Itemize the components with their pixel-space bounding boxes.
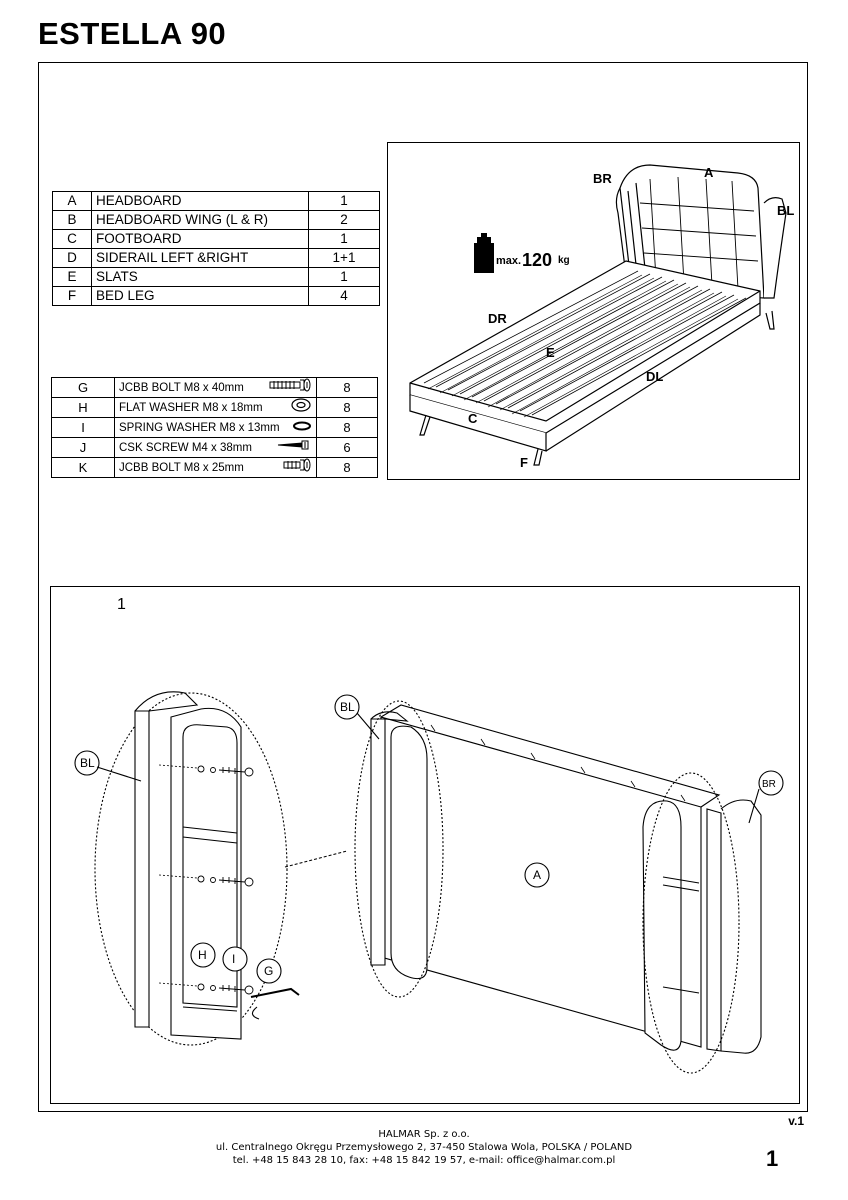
- weight-icon: [474, 233, 494, 273]
- hardware-letter: K: [51, 457, 115, 478]
- label-c: C: [468, 411, 478, 426]
- bed-illustration: max. 120 kg BR A BL DR E DL C F: [409, 164, 794, 470]
- hardware-name: FLAT WASHER M8 x 18mm: [119, 401, 263, 414]
- hardware-letter: J: [51, 437, 115, 458]
- flat-washer-icon: [290, 398, 312, 417]
- part-letter: E: [52, 267, 92, 287]
- step-label-bl-mid: BL: [340, 700, 355, 714]
- hardware-row: G JCBB BOLT M8 x 40mm 8: [51, 377, 378, 398]
- bed-overview-panel: max. 120 kg BR A BL DR E DL C F: [387, 142, 800, 480]
- part-name: SLATS: [91, 267, 309, 287]
- hardware-letter: H: [51, 397, 115, 418]
- screw-icon: [276, 439, 312, 456]
- zoom-ellipse-right: [642, 772, 740, 1074]
- version-label: v.1: [788, 1114, 804, 1128]
- part-letter: B: [52, 210, 92, 230]
- part-letter: A: [52, 191, 92, 211]
- part-letter: D: [52, 248, 92, 268]
- hardware-desc-cell: FLAT WASHER M8 x 18mm: [114, 397, 317, 418]
- page-number: 1: [766, 1146, 779, 1171]
- hardware-desc-cell: JCBB BOLT M8 x 25mm: [114, 457, 317, 478]
- hardware-row: H FLAT WASHER M8 x 18mm 8: [51, 397, 378, 418]
- footer-contact: tel. +48 15 843 28 10, fax: +48 15 842 1…: [232, 1155, 616, 1166]
- part-qty: 1: [308, 229, 380, 249]
- hardware-desc-cell: JCBB BOLT M8 x 40mm: [114, 377, 317, 398]
- label-dr: DR: [488, 311, 507, 326]
- hardware-desc-cell: SPRING WASHER M8 x 13mm: [114, 417, 317, 438]
- part-qty: 1+1: [308, 248, 380, 268]
- part-name: FOOTBOARD: [91, 229, 309, 249]
- hardware-qty: 6: [316, 437, 378, 458]
- label-e: E: [546, 345, 555, 360]
- hardware-qty: 8: [316, 397, 378, 418]
- footer-address: ul. Centralnego Okręgu Przemysłowego 2, …: [215, 1142, 633, 1153]
- label-bl: BL: [777, 203, 794, 218]
- label-dl: DL: [646, 369, 663, 384]
- hardware-qty: 8: [316, 457, 378, 478]
- label-br: BR: [593, 171, 612, 186]
- hardware-name: JCBB BOLT M8 x 25mm: [119, 461, 244, 474]
- spring-washer-icon: [292, 420, 312, 436]
- step-label-i: I: [232, 952, 235, 966]
- step-1-illustration: BL BL BR A H I G: [74, 691, 784, 1074]
- hardware-qty: 8: [316, 417, 378, 438]
- part-qty: 4: [308, 286, 380, 306]
- step-label-bl-left: BL: [80, 756, 95, 770]
- hardware-row: J CSK SCREW M4 x 38mm 6: [51, 437, 378, 458]
- part-name: HEADBOARD: [91, 191, 309, 211]
- footer-company: HALMAR Sp. z o.o.: [378, 1129, 470, 1140]
- max-load-value: 120: [522, 250, 552, 270]
- part-name: HEADBOARD WING (L & R): [91, 210, 309, 230]
- long-bolt-icon: [268, 378, 312, 397]
- short-bolt-icon: [282, 458, 312, 477]
- label-f: F: [520, 455, 528, 470]
- zoom-ellipse-mid: [354, 700, 444, 998]
- part-name: SIDERAIL LEFT &RIGHT: [91, 248, 309, 268]
- hardware-letter: I: [51, 417, 115, 438]
- hardware-name: SPRING WASHER M8 x 13mm: [119, 421, 280, 434]
- hardware-row: I SPRING WASHER M8 x 13mm 8: [51, 417, 378, 438]
- step-label-br: BR: [762, 779, 776, 790]
- part-qty: 1: [308, 191, 380, 211]
- part-qty: 1: [308, 267, 380, 287]
- step-number: 1: [117, 596, 126, 613]
- step-label-g: G: [264, 964, 273, 978]
- step-1-panel: BL BL BR A H I G: [50, 586, 800, 1104]
- hardware-desc-cell: CSK SCREW M4 x 38mm: [114, 437, 317, 458]
- hardware-row: K JCBB BOLT M8 x 25mm 8: [51, 457, 378, 478]
- max-load-prefix: max.: [496, 255, 521, 267]
- max-load-unit: kg: [558, 255, 570, 266]
- hardware-letter: G: [51, 377, 115, 398]
- zoom-ellipse-left: [94, 692, 288, 1046]
- part-name: BED LEG: [91, 286, 309, 306]
- part-qty: 2: [308, 210, 380, 230]
- label-a: A: [704, 165, 714, 180]
- content-frame: [38, 62, 808, 1112]
- step-label-h: H: [198, 948, 207, 962]
- step-label-a: A: [533, 868, 541, 882]
- part-letter: C: [52, 229, 92, 249]
- hardware-name: CSK SCREW M4 x 38mm: [119, 441, 252, 454]
- page-title: ESTELLA 90: [38, 16, 227, 51]
- hardware-name: JCBB BOLT M8 x 40mm: [119, 381, 244, 394]
- part-letter: F: [52, 286, 92, 306]
- hardware-qty: 8: [316, 377, 378, 398]
- footer: HALMAR Sp. z o.o. ul. Centralnego Okręgu…: [0, 1128, 848, 1167]
